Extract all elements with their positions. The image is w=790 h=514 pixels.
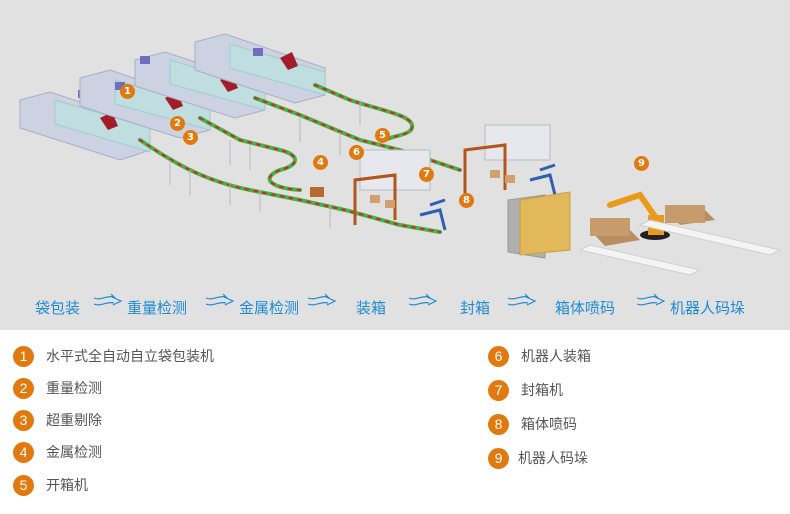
legend-label: 机器人码垛 — [518, 451, 588, 467]
legend-item: 8 箱体喷码 — [488, 413, 577, 435]
process-flow: 袋包装 重量检测 金属检测 装箱 封箱 箱体喷码 机器人码垛 — [0, 293, 790, 323]
flow-step-metal-detection: 金属检测 — [239, 299, 300, 317]
conveyor-supports — [169, 100, 361, 228]
marker-number: 6 — [353, 147, 360, 158]
scene-marker-2: 2 — [170, 116, 185, 131]
legend-label: 重量检测 — [46, 381, 102, 397]
marker-number: 2 — [174, 118, 181, 129]
legend-item: 3 超重剔除 — [13, 409, 102, 431]
flow-step-case-packing: 装箱 — [356, 299, 387, 317]
legend-item: 1 水平式全自动自立袋包装机 — [13, 345, 214, 367]
scene-marker-6: 6 — [349, 145, 364, 160]
packaging-machine — [194, 33, 326, 104]
production-line-drawing — [19, 33, 782, 276]
legend-label: 超重剔除 — [46, 413, 102, 429]
marker-number: 9 — [638, 158, 645, 169]
scene-marker-8: 8 — [459, 193, 474, 208]
legend-number-badge: 2 — [13, 377, 34, 399]
scene-marker-3: 3 — [183, 130, 198, 145]
double-line-arrow-icon — [408, 293, 438, 306]
pallet-storage — [507, 191, 571, 259]
pallets — [578, 205, 782, 276]
legend-item: 4 金属检测 — [13, 441, 102, 463]
scene-marker-1: 1 — [120, 84, 135, 99]
legend-number-badge: 6 — [488, 345, 509, 367]
production-line-illustration: 1 2 3 4 5 6 7 8 9 袋包装 重量检测 金属检测 装箱 封箱 箱体… — [0, 0, 790, 330]
legend-item: 6 机器人装箱 — [488, 345, 591, 367]
legend-label: 水平式全自动自立袋包装机 — [46, 349, 214, 365]
legend-number-badge: 8 — [488, 413, 509, 435]
scene-marker-9: 9 — [634, 156, 649, 171]
legend-number-badge: 1 — [13, 345, 34, 367]
legend-item: 9 机器人码垛 — [488, 447, 588, 469]
legend-label: 金属检测 — [46, 445, 102, 461]
flow-step-case-sealing: 封箱 — [460, 299, 491, 317]
flow-step-case-coding: 箱体喷码 — [555, 299, 616, 317]
legend-number-badge: 4 — [13, 441, 34, 463]
marker-number: 1 — [124, 86, 131, 97]
scene-marker-7: 7 — [419, 167, 434, 182]
legend-label: 机器人装箱 — [521, 349, 591, 365]
legend-item: 7 封箱机 — [488, 379, 563, 401]
marker-number: 8 — [463, 195, 470, 206]
legend-label: 封箱机 — [521, 383, 563, 399]
case-sealers — [419, 163, 557, 231]
double-line-arrow-icon — [205, 293, 235, 306]
case-packer-frames — [310, 124, 551, 225]
legend-label: 开箱机 — [46, 478, 88, 494]
flow-step-weight-check: 重量检测 — [127, 299, 188, 317]
double-line-arrow-icon — [636, 293, 666, 306]
flow-step-robot-palletizing: 机器人码垛 — [670, 299, 746, 317]
legend-number-badge: 7 — [488, 379, 509, 401]
flow-step-bag-packing: 袋包装 — [35, 299, 81, 317]
marker-number: 7 — [423, 169, 430, 180]
double-line-arrow-icon — [307, 293, 337, 306]
marker-number: 3 — [187, 132, 194, 143]
scene-marker-5: 5 — [375, 128, 390, 143]
legend-number-badge: 9 — [488, 447, 509, 469]
legend-number-badge: 3 — [13, 409, 34, 431]
scene-marker-4: 4 — [313, 155, 328, 170]
double-line-arrow-icon — [507, 293, 537, 306]
marker-number: 4 — [317, 157, 324, 168]
legend-item: 5 开箱机 — [13, 474, 88, 496]
legend-item: 2 重量检测 — [13, 377, 102, 399]
legend-number-badge: 5 — [13, 474, 34, 496]
packaging-machines — [19, 33, 326, 161]
marker-number: 5 — [379, 130, 386, 141]
legend-label: 箱体喷码 — [521, 417, 577, 433]
double-line-arrow-icon — [93, 293, 123, 306]
